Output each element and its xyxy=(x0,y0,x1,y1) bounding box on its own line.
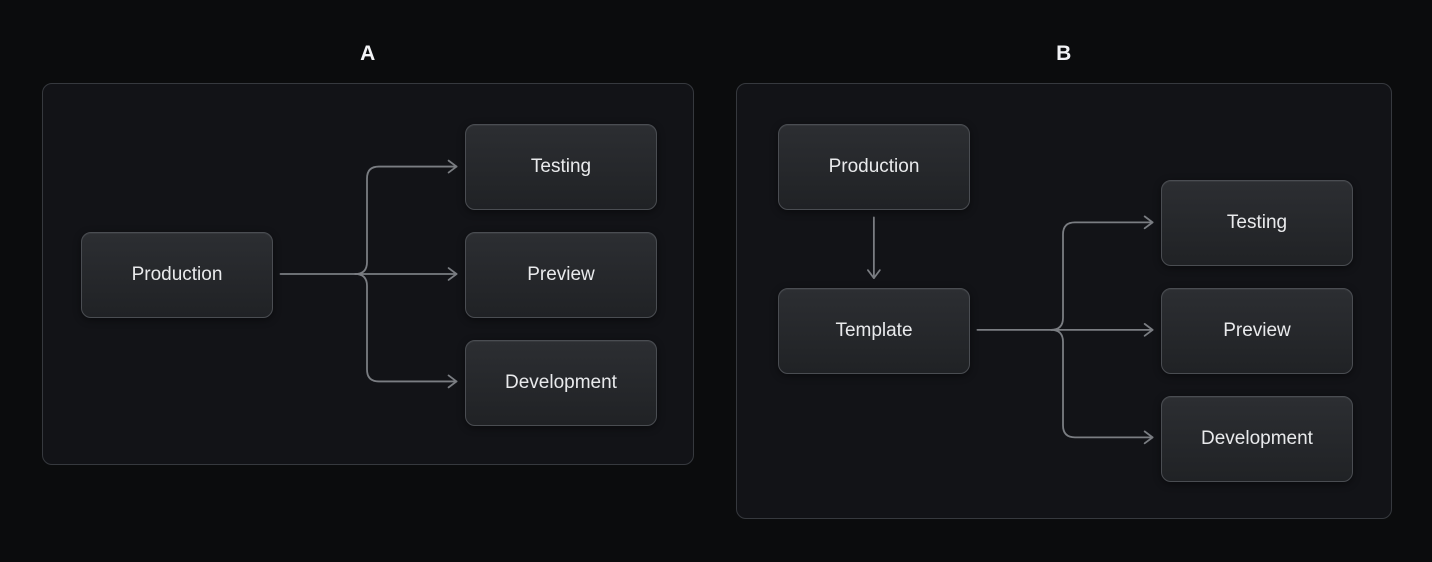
node-label: Testing xyxy=(530,156,592,177)
arrowhead-down-icon xyxy=(867,269,881,280)
arrowhead-right-icon xyxy=(1143,215,1154,230)
panel-a-connectors xyxy=(279,159,458,389)
arrowhead-right-icon xyxy=(447,159,458,174)
arrowhead-right-icon xyxy=(447,374,458,389)
arrowhead-right-icon xyxy=(1143,430,1154,445)
node-label: Template xyxy=(835,320,913,341)
node-testing: Testing xyxy=(1161,180,1353,266)
edge-production-development xyxy=(354,273,458,383)
edge-template-development xyxy=(1050,328,1154,439)
node-label: Preview xyxy=(527,264,595,285)
node-label: Testing xyxy=(1226,212,1288,233)
node-development: Development xyxy=(1161,396,1353,482)
node-development: Development xyxy=(465,340,657,426)
node-label: Preview xyxy=(1223,320,1291,341)
node-production: Production xyxy=(778,124,970,210)
edge-template-testing xyxy=(1050,221,1154,331)
node-production: Production xyxy=(81,232,273,318)
panel-b-connectors xyxy=(867,215,1154,445)
node-label: Production xyxy=(828,156,920,177)
panel-a-title: A xyxy=(360,42,376,65)
arrowhead-right-icon xyxy=(447,267,458,281)
edge-production-testing xyxy=(354,165,458,275)
arrowhead-right-icon xyxy=(1143,322,1154,337)
panel-b: Production Template Testing Preview Deve… xyxy=(736,83,1392,519)
panel-a: Production Testing Preview Development xyxy=(42,83,694,465)
node-label: Development xyxy=(1201,428,1313,449)
node-label: Production xyxy=(131,264,223,285)
node-template: Template xyxy=(778,288,970,374)
panel-b-title: B xyxy=(1056,42,1072,65)
node-preview: Preview xyxy=(465,232,657,318)
node-preview: Preview xyxy=(1161,288,1353,374)
node-label: Development xyxy=(505,372,617,393)
node-testing: Testing xyxy=(465,124,657,210)
